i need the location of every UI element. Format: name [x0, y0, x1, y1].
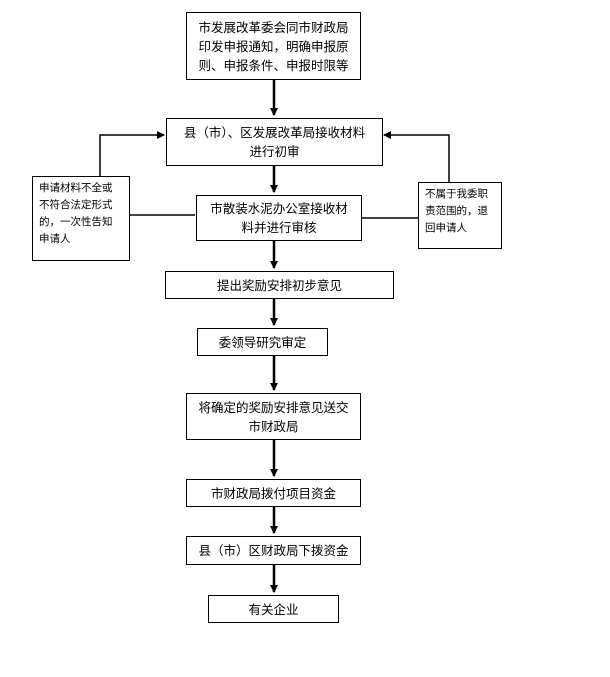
node-enterprises-text: 有关企业 — [248, 601, 299, 617]
node-send-finance-text: 将确定的奖励安排意见送交 市财政局 — [198, 399, 349, 434]
node-bulk-cement-review-text: 市散装水泥办公室接收材 料并进行审核 — [210, 201, 348, 235]
node-leader-approval-text: 委领导研究审定 — [218, 334, 307, 350]
node-county-initial-review-text: 县（市）、区发展改革局接收材料 进行初审 — [183, 125, 366, 159]
node-initial-opinion: 提出奖励安排初步意见 — [165, 271, 394, 299]
note-incomplete-materials: 申请材料不全或 不符合法定形式 的，一次性告知 申请人 — [32, 176, 130, 261]
node-notice: 市发展改革委会同市财政局 印发申报通知，明确申报原 则、申报条件、申报时限等 — [186, 12, 361, 80]
node-notice-text: 市发展改革委会同市财政局 印发申报通知，明确申报原 则、申报条件、申报时限等 — [198, 19, 349, 73]
right-loop-line — [383, 131, 450, 182]
node-enterprises: 有关企业 — [208, 595, 339, 623]
note-out-of-scope: 不属于我委职 责范围的，退 回申请人 — [418, 182, 502, 249]
note-out-of-scope-text: 不属于我委职 责范围的，退 回申请人 — [425, 188, 488, 234]
node-finance-allocation-text: 市财政局拨付项目资金 — [210, 485, 336, 501]
node-finance-allocation: 市财政局拨付项目资金 — [186, 479, 361, 507]
node-county-finance-allocation: 县（市）区财政局下拨资金 — [186, 536, 361, 565]
node-leader-approval: 委领导研究审定 — [197, 328, 328, 356]
node-county-initial-review: 县（市）、区发展改革局接收材料 进行初审 — [166, 118, 383, 166]
node-send-finance: 将确定的奖励安排意见送交 市财政局 — [186, 393, 361, 440]
node-initial-opinion-text: 提出奖励安排初步意见 — [216, 277, 342, 293]
node-bulk-cement-review: 市散装水泥办公室接收材 料并进行审核 — [196, 195, 362, 241]
note-incomplete-materials-text: 申请材料不全或 不符合法定形式 的，一次性告知 申请人 — [39, 182, 113, 245]
node-county-finance-allocation-text: 县（市）区财政局下拨资金 — [198, 543, 349, 558]
left-loop-line — [99, 131, 165, 176]
